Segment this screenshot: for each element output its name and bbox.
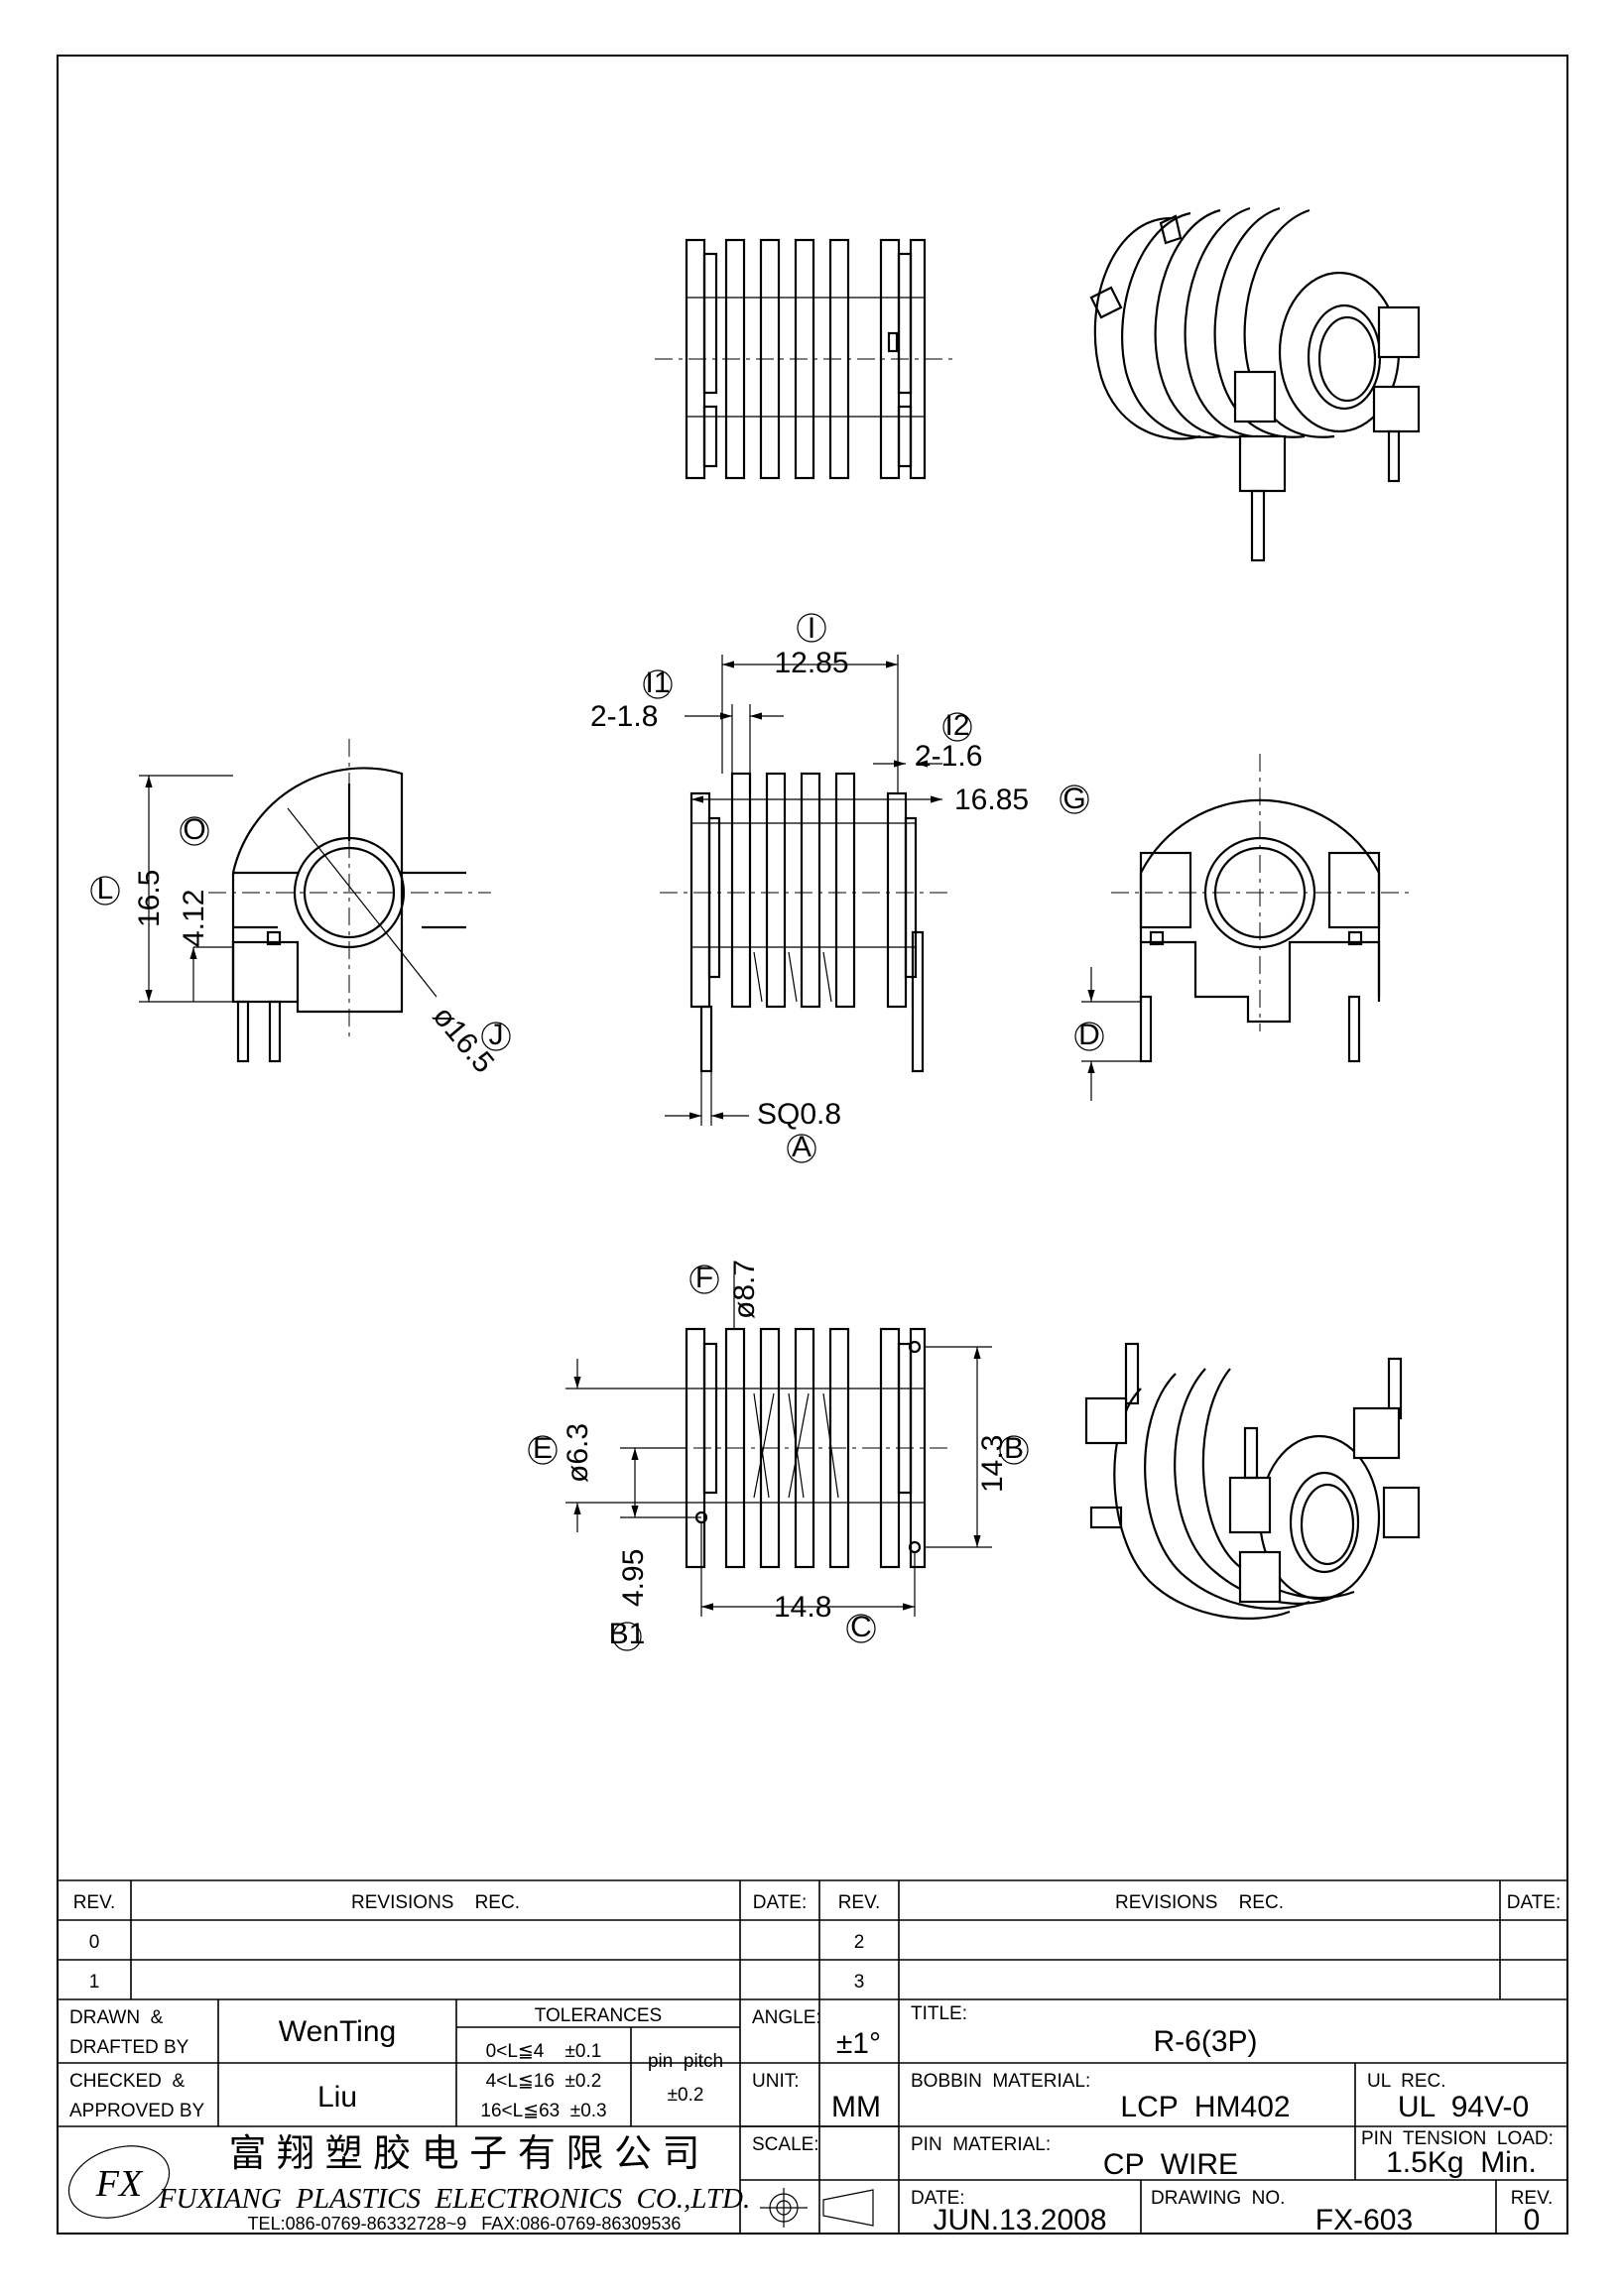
dim-i2-label: I2 <box>944 709 969 742</box>
dim-g-label: G <box>1062 783 1085 815</box>
company-logo: FX <box>67 2145 171 2219</box>
tolerance-2: 4<L≦16 ±0.2 <box>486 2071 602 2092</box>
dim-b-label: B <box>1004 1432 1024 1465</box>
company-name-en: FUXIANG PLASTICS ELECTRONICS CO.,LTD. <box>158 2183 750 2215</box>
tolerance-1: 0<L≦4 ±0.1 <box>486 2041 602 2062</box>
dim-f-label: F <box>695 1262 713 1294</box>
dim-i-value: 12.85 <box>774 647 848 679</box>
dim-c-value: 14.8 <box>774 1591 831 1624</box>
dim-e-label: E <box>533 1432 553 1465</box>
ul-rec-value: UL 94V-0 <box>1398 2091 1529 2123</box>
dim-f-value: ø8.7 <box>728 1260 761 1319</box>
title-label: TITLE: <box>911 2003 967 2024</box>
dim-i1-value: 2-1.8 <box>590 700 658 733</box>
revisions-header-right: REVISIONS REC. <box>1115 1892 1284 1913</box>
bobbin-material-label: BOBBIN MATERIAL: <box>911 2071 1090 2092</box>
bobbin-material-value: LCP HM402 <box>1120 2091 1290 2123</box>
dimension-labels: I 12.85 I1 2-1.8 I2 2-1.6 16.85 G L 16.5… <box>90 612 1104 1651</box>
date-header-left: DATE: <box>753 1892 808 1913</box>
angle-label: ANGLE: <box>752 2007 821 2028</box>
rev-header-left: REV. <box>73 1892 116 1913</box>
unit-value: MM <box>831 2091 881 2123</box>
drawing-no-value: FX-603 <box>1315 2204 1413 2236</box>
angle-value: ±1° <box>836 2027 881 2060</box>
drawing-no-label: DRAWING NO. <box>1151 2188 1285 2209</box>
isometric-view-upper <box>1089 206 1421 562</box>
title-block: REV. REVISIONS REC. DATE: REV. REVISIONS… <box>58 1879 1567 2236</box>
right-side-view <box>1081 754 1409 1101</box>
dim-d-label: D <box>1078 1019 1100 1051</box>
rev-value: 0 <box>1524 2204 1541 2236</box>
rev-row-2: 2 <box>854 1932 865 1953</box>
dim-b-value: 14.3 <box>976 1435 1009 1493</box>
pin-pitch-label: pin pitch <box>648 2051 723 2072</box>
dim-a-label: A <box>792 1131 812 1163</box>
revisions-header-left: REVISIONS REC. <box>351 1892 520 1913</box>
dim-i1-label: I1 <box>645 666 670 699</box>
dim-i-label: I <box>808 612 815 645</box>
date-header-right: DATE: <box>1507 1892 1562 1913</box>
dim-j-label: J <box>489 1019 504 1051</box>
drawn-by-value: WenTing <box>279 2015 396 2048</box>
pin-material-value: CP WIRE <box>1103 2148 1238 2181</box>
dim-a-value: SQ0.8 <box>757 1098 841 1131</box>
rev-row-3: 3 <box>854 1972 865 1993</box>
dim-i2-value: 2-1.6 <box>915 740 982 773</box>
dim-o-label: O <box>183 813 205 846</box>
dim-b1-label: B1 <box>609 1618 646 1650</box>
front-view <box>660 655 947 1126</box>
pin-tension-value: 1.5Kg Min. <box>1386 2146 1537 2179</box>
rev-header-right: REV. <box>838 1892 881 1913</box>
dim-l-value: 16.5 <box>133 870 166 927</box>
dim-e-value: ø6.3 <box>562 1423 594 1483</box>
svg-text:FX: FX <box>95 2163 144 2205</box>
title-value: R-6(3P) <box>1153 2025 1257 2058</box>
drawn-label-2: DRAFTED BY <box>69 2037 189 2058</box>
rev-label: REV. <box>1511 2188 1554 2209</box>
dim-l-label: L <box>97 873 114 906</box>
drawn-label-1: DRAWN & <box>69 2007 164 2028</box>
left-side-view <box>139 739 491 1063</box>
scale-label: SCALE: <box>752 2134 819 2155</box>
bottom-view <box>565 1274 992 1617</box>
rev-row-0: 0 <box>89 1932 100 1953</box>
isometric-view-lower <box>1084 1342 1421 1620</box>
dim-c-label: C <box>850 1611 872 1643</box>
dim-o-value: 4.12 <box>178 890 210 947</box>
dim-g-value: 16.85 <box>954 784 1029 816</box>
pin-tension-label: PIN TENSION LOAD: <box>1361 2128 1554 2149</box>
top-view <box>655 238 957 480</box>
projection-symbol <box>760 2188 874 2228</box>
drawing-frame <box>57 55 1568 2235</box>
checked-by-value: Liu <box>317 2081 357 2114</box>
tolerance-3: 16<L≦63 ±0.3 <box>480 2101 606 2121</box>
company-contact: TEL:086-0769-86332728~9 FAX:086-0769-863… <box>248 2214 682 2234</box>
pin-pitch-value: ±0.2 <box>668 2085 704 2106</box>
checked-label-2: APPROVED BY <box>69 2101 205 2121</box>
date-label: DATE: <box>911 2188 965 2209</box>
pin-material-label: PIN MATERIAL: <box>911 2134 1051 2155</box>
date-value: JUN.13.2008 <box>933 2204 1106 2236</box>
ul-rec-label: UL REC. <box>1367 2071 1446 2092</box>
dim-b1-value: 4.95 <box>617 1549 650 1607</box>
company-name-cn: 富 翔 塑 胶 电 子 有 限 公 司 <box>228 2133 699 2175</box>
tolerances-header: TOLERANCES <box>535 2005 662 2026</box>
checked-label-1: CHECKED & <box>69 2071 185 2092</box>
unit-label: UNIT: <box>752 2071 800 2092</box>
rev-row-1: 1 <box>89 1972 100 1993</box>
